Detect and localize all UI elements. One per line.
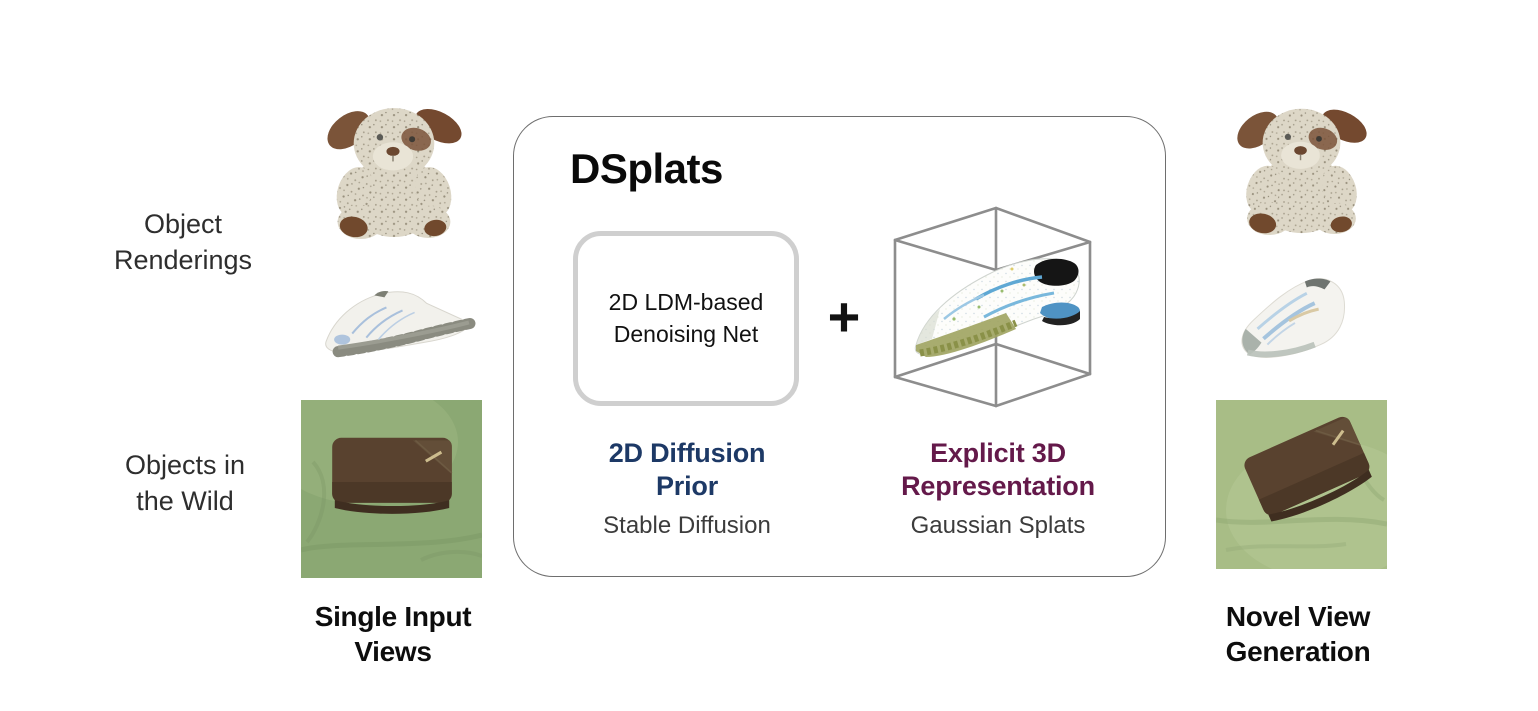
shoe-rendering-image: [314, 281, 480, 367]
caption-single-input-views: Single Input Views: [314, 601, 472, 667]
diffusion-prior-subheading: Stable Diffusion: [603, 511, 771, 539]
teddy-bear-rendering-image: [319, 101, 468, 240]
caption-novel-view-generation: Novel View Generation: [1225, 601, 1371, 667]
row-label-object-renderings: Object Renderings: [113, 209, 253, 275]
explicit-3d-heading: Explicit 3D Representation: [901, 438, 1095, 501]
diffusion-prior-block: 2D Diffusion Prior Stable Diffusion: [544, 437, 830, 540]
explicit-3d-block: Explicit 3D Representation Gaussian Spla…: [852, 437, 1144, 540]
wallet-novel-view-image: [1216, 400, 1387, 569]
plus-icon: +: [827, 285, 861, 348]
dsplats-box: DSplats 2D LDM-based Denoising Net + 2D …: [513, 116, 1166, 577]
gaussian-splat-cube-image: [884, 199, 1101, 421]
denoising-net-box: 2D LDM-based Denoising Net: [573, 231, 799, 406]
row-label-objects-in-the-wild: Objects in the Wild: [124, 450, 246, 516]
wallet-wild-photo-image: [301, 400, 482, 578]
shoe-novel-view-image: [1228, 264, 1361, 371]
teddy-bear-novel-view-image: [1229, 102, 1373, 236]
denoising-net-label: 2D LDM-based Denoising Net: [608, 289, 764, 347]
explicit-3d-subheading: Gaussian Splats: [910, 511, 1086, 539]
diffusion-prior-heading: 2D Diffusion Prior: [608, 438, 766, 501]
dsplats-title: DSplats: [570, 145, 723, 192]
